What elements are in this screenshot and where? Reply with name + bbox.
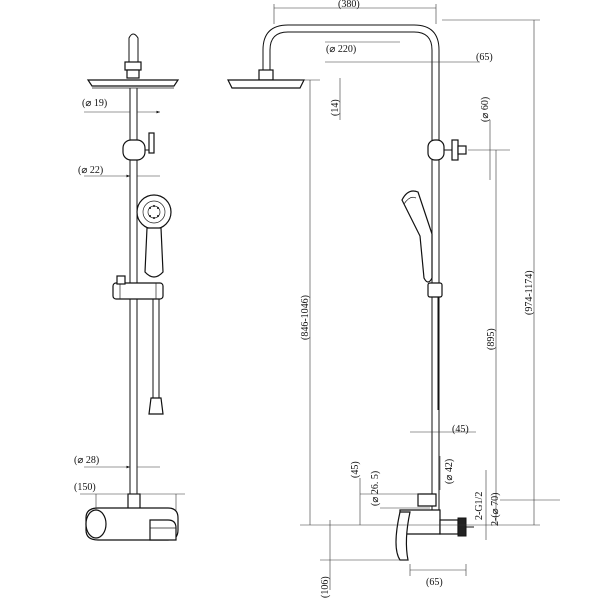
side-dim-26-5: (⌀ 26. 5) xyxy=(370,471,381,506)
side-dim-45-left: (45) xyxy=(350,461,361,478)
side-mixer-valve xyxy=(395,493,474,561)
side-dim-380: (380) xyxy=(338,0,360,10)
front-view-dimensions xyxy=(80,110,185,510)
side-dim-220: (⌀ 220) xyxy=(326,44,356,55)
front-overhead-shower xyxy=(86,33,180,89)
side-dim-106: (106) xyxy=(320,576,331,598)
side-dim-846-1046: (846-1046) xyxy=(300,295,311,340)
front-dim-28: (⌀ 28) xyxy=(74,455,99,466)
side-dim-65-bottom: (65) xyxy=(426,577,443,588)
side-dim-60: (⌀ 60) xyxy=(480,97,491,122)
front-shower-hose xyxy=(148,299,164,415)
side-dim-g12: 2-G1/2 xyxy=(474,492,485,520)
side-dim-45-right: (45) xyxy=(452,424,469,435)
front-mixer-valve xyxy=(85,493,179,541)
side-dim-974-1174: (974-1174) xyxy=(524,270,535,315)
front-view: (⌀ 19) (⌀ 22) (⌀ 28) (150) xyxy=(74,33,185,541)
side-riser-and-arm xyxy=(262,24,467,510)
side-dim-42: (⌀ 42) xyxy=(444,459,455,484)
front-hand-shower xyxy=(136,194,172,278)
side-dim-65-top: (65) xyxy=(476,52,493,63)
side-view-dimensions xyxy=(273,4,560,590)
front-dim-19: (⌀ 19) xyxy=(82,98,107,109)
front-dim-22: (⌀ 22) xyxy=(78,165,103,176)
front-slider-bracket xyxy=(112,275,164,300)
front-dim-150: (150) xyxy=(74,482,96,493)
side-dim-70: 2-(⌀ 70) xyxy=(490,492,501,526)
front-slide-adjuster xyxy=(122,132,155,161)
side-overhead-shower xyxy=(227,69,305,89)
side-view: (846-1046) (974-1174) (895) (14) (⌀ 60) … xyxy=(227,0,560,598)
side-hand-shower xyxy=(401,190,443,298)
side-dim-14: (14) xyxy=(330,99,341,116)
side-dim-895: (895) xyxy=(486,328,497,350)
side-shower-hose xyxy=(431,297,439,410)
